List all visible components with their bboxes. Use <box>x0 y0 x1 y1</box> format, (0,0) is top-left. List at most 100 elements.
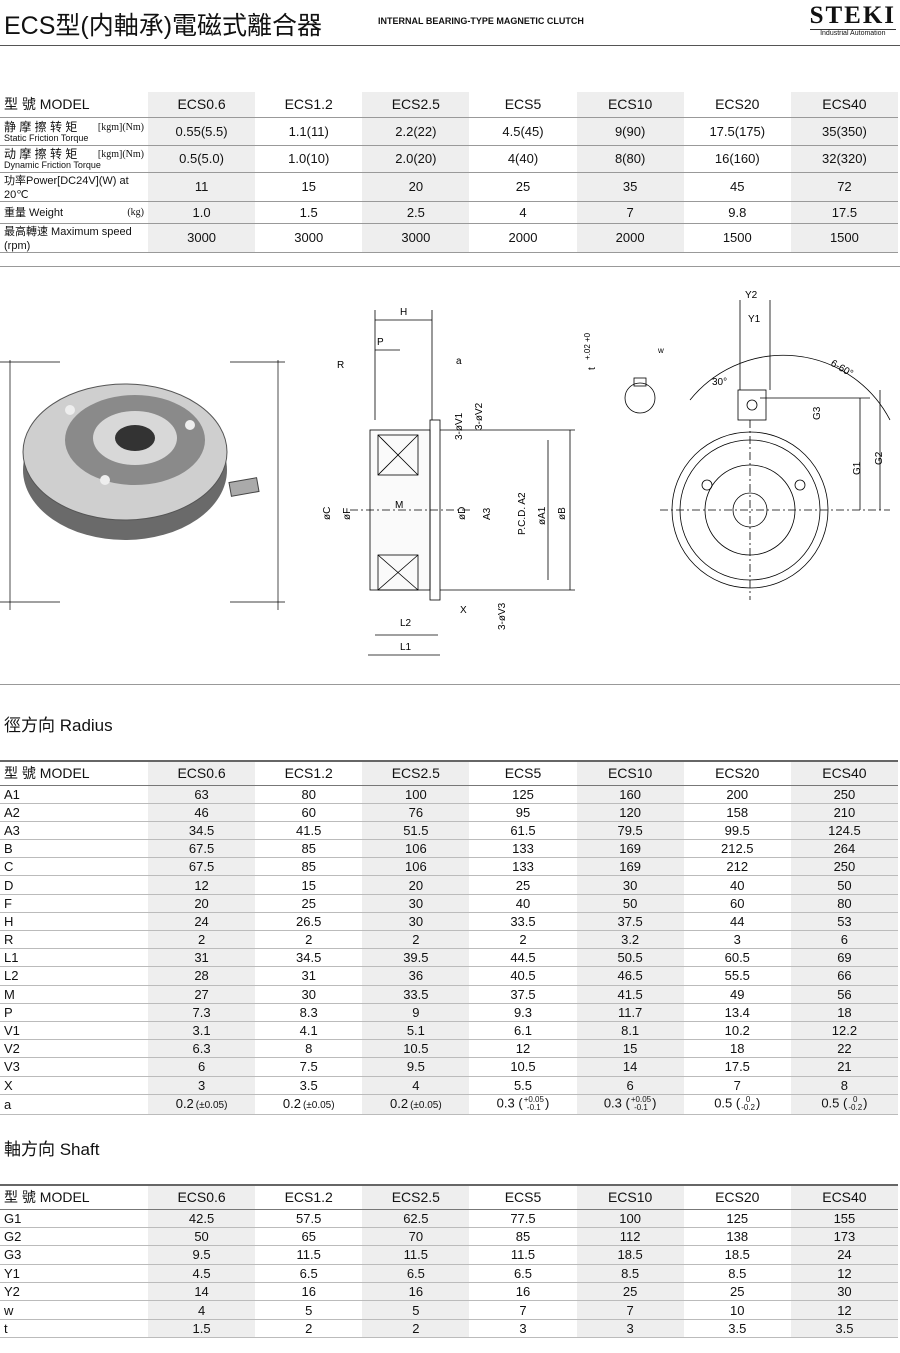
value-cell: 60.5 <box>683 948 791 968</box>
value-cell: 61.5 <box>469 821 577 841</box>
value-cell: 60 <box>683 894 791 913</box>
value-cell: 33.5 <box>469 912 577 932</box>
row-label: L1 <box>4 950 19 966</box>
value-cell: 158 <box>683 803 791 822</box>
model-name: ECS5 <box>469 92 577 118</box>
value-cell: 212 <box>683 857 791 877</box>
row-label-cell: B <box>0 839 148 859</box>
dim-label-X: X <box>460 605 467 616</box>
value-cell: 3000 <box>362 223 470 253</box>
value-cell: 6 <box>148 1057 256 1077</box>
divider <box>0 684 900 685</box>
value-cell: 44.5 <box>469 948 577 968</box>
dim-label-L2: L2 <box>400 618 412 629</box>
value-cell: 9.8 <box>683 201 791 224</box>
value-cell: 1500 <box>683 223 791 253</box>
row-label: C <box>4 859 14 875</box>
value-cell: 10.5 <box>469 1057 577 1077</box>
value-cell: 2 <box>148 930 256 950</box>
value-cell: 5 <box>362 1300 470 1320</box>
value-cell: 51.5 <box>362 821 470 841</box>
tolerance-lower: -0.1 <box>526 1103 541 1113</box>
value-cell: 2 <box>469 930 577 950</box>
value-cell: 37.5 <box>469 985 577 1004</box>
value-cell: 95 <box>469 803 577 822</box>
value-cell: 1.0(10) <box>255 145 363 173</box>
value-cell: 7 <box>469 1300 577 1320</box>
value-cell: 42.5 <box>148 1209 256 1228</box>
dim-label-t: t <box>587 367 598 370</box>
value-cell: 0.3 (+0.05-0.1) <box>469 1094 577 1115</box>
row-label: H <box>4 913 14 929</box>
value-cell: 34.5 <box>255 948 363 968</box>
row-label: V2 <box>4 1041 20 1057</box>
tolerance-lower: -0.2 <box>848 1103 863 1113</box>
value-cell: 50.5 <box>576 948 684 968</box>
value-cell: 76 <box>362 803 470 822</box>
value-cell: 12.2 <box>790 1021 898 1041</box>
value-cell: 4 <box>362 1076 470 1095</box>
value-cell: 106 <box>362 839 470 859</box>
row-label-cell: A3 <box>0 821 148 841</box>
value-cell: 46.5 <box>576 966 684 986</box>
value-cell: 16(160) <box>683 145 791 173</box>
value-cell: 25 <box>255 894 363 913</box>
tolerance-upper: +0.05 <box>630 1095 652 1105</box>
value-cell: 6 <box>576 1076 684 1095</box>
value-cell: 50 <box>790 875 898 895</box>
value-cell: 6.5 <box>255 1264 363 1284</box>
row-label: G3 <box>4 1247 22 1263</box>
dimension-drawings: H P R a 3-øV1 3-øV2 øC øF M øD A3 P.C.D.… <box>0 290 891 656</box>
value-cell: 169 <box>576 857 684 877</box>
row-label-cell: 最高轉速 Maximum speed (rpm) <box>0 223 148 253</box>
value-cell: 4 <box>469 201 577 224</box>
value-cell: 16 <box>362 1282 470 1302</box>
dim-label-G1: G1 <box>852 461 863 475</box>
row-label: B <box>4 841 13 857</box>
row-label-cell: F <box>0 894 148 913</box>
row-label: A2 <box>4 804 20 820</box>
value-cell: 31 <box>255 966 363 986</box>
value-cell: 40 <box>469 894 577 913</box>
value-cell: 32(320) <box>790 145 898 173</box>
value-cell: 3.1 <box>148 1021 256 1041</box>
row-label-cell: w <box>0 1300 148 1320</box>
value-cell: 7.5 <box>255 1057 363 1077</box>
value-cell: 2 <box>362 1319 470 1339</box>
value-cell: 20 <box>362 875 470 895</box>
value-cell: 25 <box>469 172 577 202</box>
row-label-cell: L1 <box>0 948 148 968</box>
value-cell: 22 <box>790 1039 898 1059</box>
row-label: G1 <box>4 1210 22 1226</box>
value-cell: 8 <box>790 1076 898 1095</box>
tolerance-upper: 0 <box>745 1095 751 1105</box>
value-cell: 7 <box>683 1076 791 1095</box>
row-label: w <box>4 1302 14 1318</box>
value-cell: 9.5 <box>148 1245 256 1265</box>
model-name: ECS40 <box>790 1185 898 1210</box>
dim-label-B: øB <box>557 507 568 520</box>
value-cell: 210 <box>790 803 898 822</box>
value-cell: 124.5 <box>790 821 898 841</box>
row-label-cell: t <box>0 1319 148 1339</box>
model-name: ECS10 <box>576 92 684 118</box>
row-label-cell: G3 <box>0 1245 148 1265</box>
dim-label-D: øD <box>457 507 468 520</box>
value-cell: 3.5 <box>683 1319 791 1339</box>
value-cell: 80 <box>255 785 363 804</box>
value-cell: 3 <box>576 1319 684 1339</box>
value-cell: 26.5 <box>255 912 363 932</box>
row-label: 静 摩 擦 转 矩 <box>4 119 78 134</box>
model-name: ECS40 <box>790 92 898 118</box>
